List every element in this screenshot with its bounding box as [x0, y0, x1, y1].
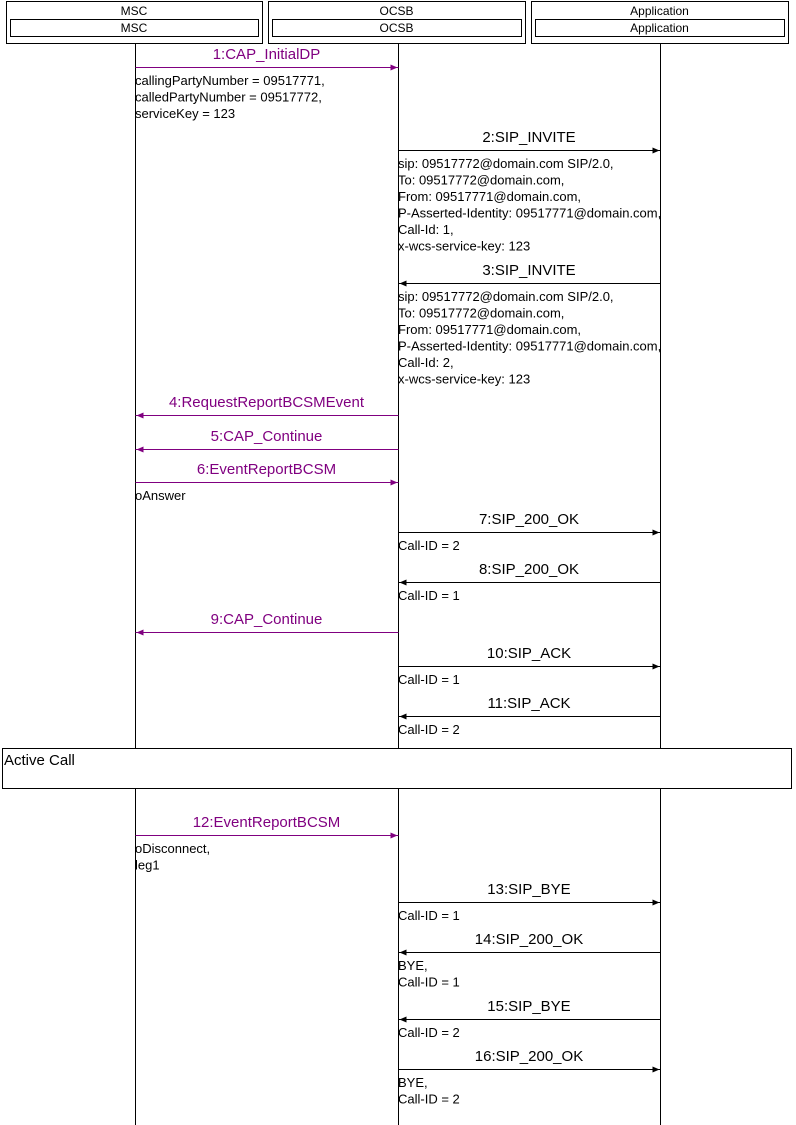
message-note-line: Call-ID = 1	[398, 588, 460, 603]
message: 2:SIP_INVITE sip: 09517772@domain.com SIP…	[398, 129, 661, 254]
messages: 1:CAP_InitialDP callingPartyNumber = 0951…	[135, 46, 661, 1107]
message: 14:SIP_200_OK BYE, Call-ID = 1	[398, 931, 661, 990]
arrowhead-icon	[399, 713, 407, 720]
participant-name-box	[535, 19, 785, 37]
message-note-line: Call-ID = 1	[398, 975, 460, 990]
message-label: 2:SIP_INVITE	[482, 129, 575, 146]
message: 5:CAP_Continue	[135, 428, 399, 453]
message: 8:SIP_200_OK Call-ID = 1	[398, 561, 661, 603]
message: 12:EventReportBCSM oDisconnect, leg1	[135, 814, 399, 873]
message: 13:SIP_BYE Call-ID = 1	[398, 881, 661, 923]
arrowhead-icon	[652, 663, 660, 670]
message-label: 16:SIP_200_OK	[475, 1048, 583, 1065]
arrowhead-icon	[136, 412, 144, 419]
message-label: 3:SIP_INVITE	[482, 262, 575, 279]
participant-title: MSC	[121, 4, 148, 18]
message-label: 8:SIP_200_OK	[479, 561, 579, 578]
participant-name: Application	[630, 21, 689, 35]
message-note-line: Call-ID = 1	[398, 908, 460, 923]
band-label: Active Call	[4, 752, 75, 769]
message-note-line: x-wcs-service-key: 123	[398, 372, 530, 387]
message-note-line: oDisconnect,	[135, 841, 210, 856]
message-label: 14:SIP_200_OK	[475, 931, 583, 948]
message-note-line: oAnswer	[135, 488, 186, 503]
arrowhead-icon	[652, 529, 660, 536]
message-note-line: calledPartyNumber = 09517772,	[135, 90, 322, 105]
participant-name-box	[10, 19, 259, 37]
participant-ocsb: OCSB OCSB	[268, 1, 526, 44]
message-note-line: Call-Id: 2,	[398, 355, 454, 370]
message-note-line: sip: 09517772@domain.com SIP/2.0,	[398, 156, 614, 171]
message: 10:SIP_ACK Call-ID = 1	[398, 645, 661, 687]
message-label: 11:SIP_ACK	[487, 695, 570, 712]
message-note-line: sip: 09517772@domain.com SIP/2.0,	[398, 289, 614, 304]
arrowhead-icon	[136, 446, 144, 453]
message-note-line: To: 09517772@domain.com,	[398, 306, 564, 321]
arrowhead-icon	[390, 64, 398, 71]
message-label: 15:SIP_BYE	[487, 998, 570, 1015]
participant-title: OCSB	[379, 4, 413, 18]
band-box	[2, 748, 792, 789]
message-label: 12:EventReportBCSM	[193, 814, 341, 831]
arrowhead-icon	[390, 832, 398, 839]
message: 1:CAP_InitialDP callingPartyNumber = 0951…	[135, 46, 399, 121]
active-call-band: Active Call	[2, 748, 792, 789]
message-note-line: Call-ID = 2	[398, 722, 460, 737]
message-label: 6:EventReportBCSM	[197, 461, 336, 478]
message: 11:SIP_ACK Call-ID = 2	[398, 695, 661, 737]
message-note-line: BYE,	[398, 1075, 428, 1090]
message-note-line: Call-ID = 2	[398, 1025, 460, 1040]
arrowhead-icon	[390, 479, 398, 486]
message-note-line: P-Asserted-Identity: 09517771@domain.com…	[398, 206, 661, 221]
arrowhead-icon	[399, 949, 407, 956]
message-label: 10:SIP_ACK	[487, 645, 571, 662]
arrowhead-icon	[652, 147, 660, 154]
participant-title: Application	[630, 4, 689, 18]
participant-name: MSC	[121, 21, 148, 35]
message-note-line: leg1	[135, 858, 160, 873]
message-label: 5:CAP_Continue	[211, 428, 323, 445]
arrowhead-icon	[399, 579, 407, 586]
lifelines	[135, 43, 661, 1125]
message-note-line: Call-Id: 1,	[398, 222, 454, 237]
message: 7:SIP_200_OK Call-ID = 2	[398, 511, 661, 553]
message: 16:SIP_200_OK BYE, Call-ID = 2	[398, 1048, 661, 1107]
message-note-line: From: 09517771@domain.com,	[398, 189, 581, 204]
arrowhead-icon	[136, 629, 144, 636]
message: 6:EventReportBCSM oAnswer	[135, 461, 399, 503]
message-label: 9:CAP_Continue	[211, 611, 323, 628]
message: 3:SIP_INVITE sip: 09517772@domain.com SIP…	[398, 262, 661, 387]
message: 15:SIP_BYE Call-ID = 2	[398, 998, 661, 1040]
message-label: 1:CAP_InitialDP	[213, 46, 321, 63]
participant-msc: MSC MSC	[6, 1, 263, 44]
message-note-line: P-Asserted-Identity: 09517771@domain.com…	[398, 339, 661, 354]
message-note-line: serviceKey = 123	[135, 106, 235, 121]
arrowhead-icon	[652, 1066, 660, 1073]
message-note-line: Call-ID = 2	[398, 538, 460, 553]
arrowhead-icon	[652, 899, 660, 906]
message: 4:RequestReportBCSMEvent	[135, 394, 399, 419]
message-note-line: To: 09517772@domain.com,	[398, 173, 564, 188]
message-note-line: Call-ID = 2	[398, 1092, 460, 1107]
message-note-line: callingPartyNumber = 09517771,	[135, 73, 325, 88]
message-note-line: From: 09517771@domain.com,	[398, 322, 581, 337]
participant-name-box	[272, 19, 522, 37]
message-note-line: x-wcs-service-key: 123	[398, 239, 530, 254]
message-note-line: BYE,	[398, 958, 428, 973]
arrowhead-icon	[399, 1016, 407, 1023]
message-note-line: Call-ID = 1	[398, 672, 460, 687]
message-label: 4:RequestReportBCSMEvent	[169, 394, 365, 411]
participant-name: OCSB	[379, 21, 413, 35]
message-label: 7:SIP_200_OK	[479, 511, 579, 528]
message: 9:CAP_Continue	[135, 611, 399, 636]
message-label: 13:SIP_BYE	[487, 881, 570, 898]
arrowhead-icon	[399, 280, 407, 287]
